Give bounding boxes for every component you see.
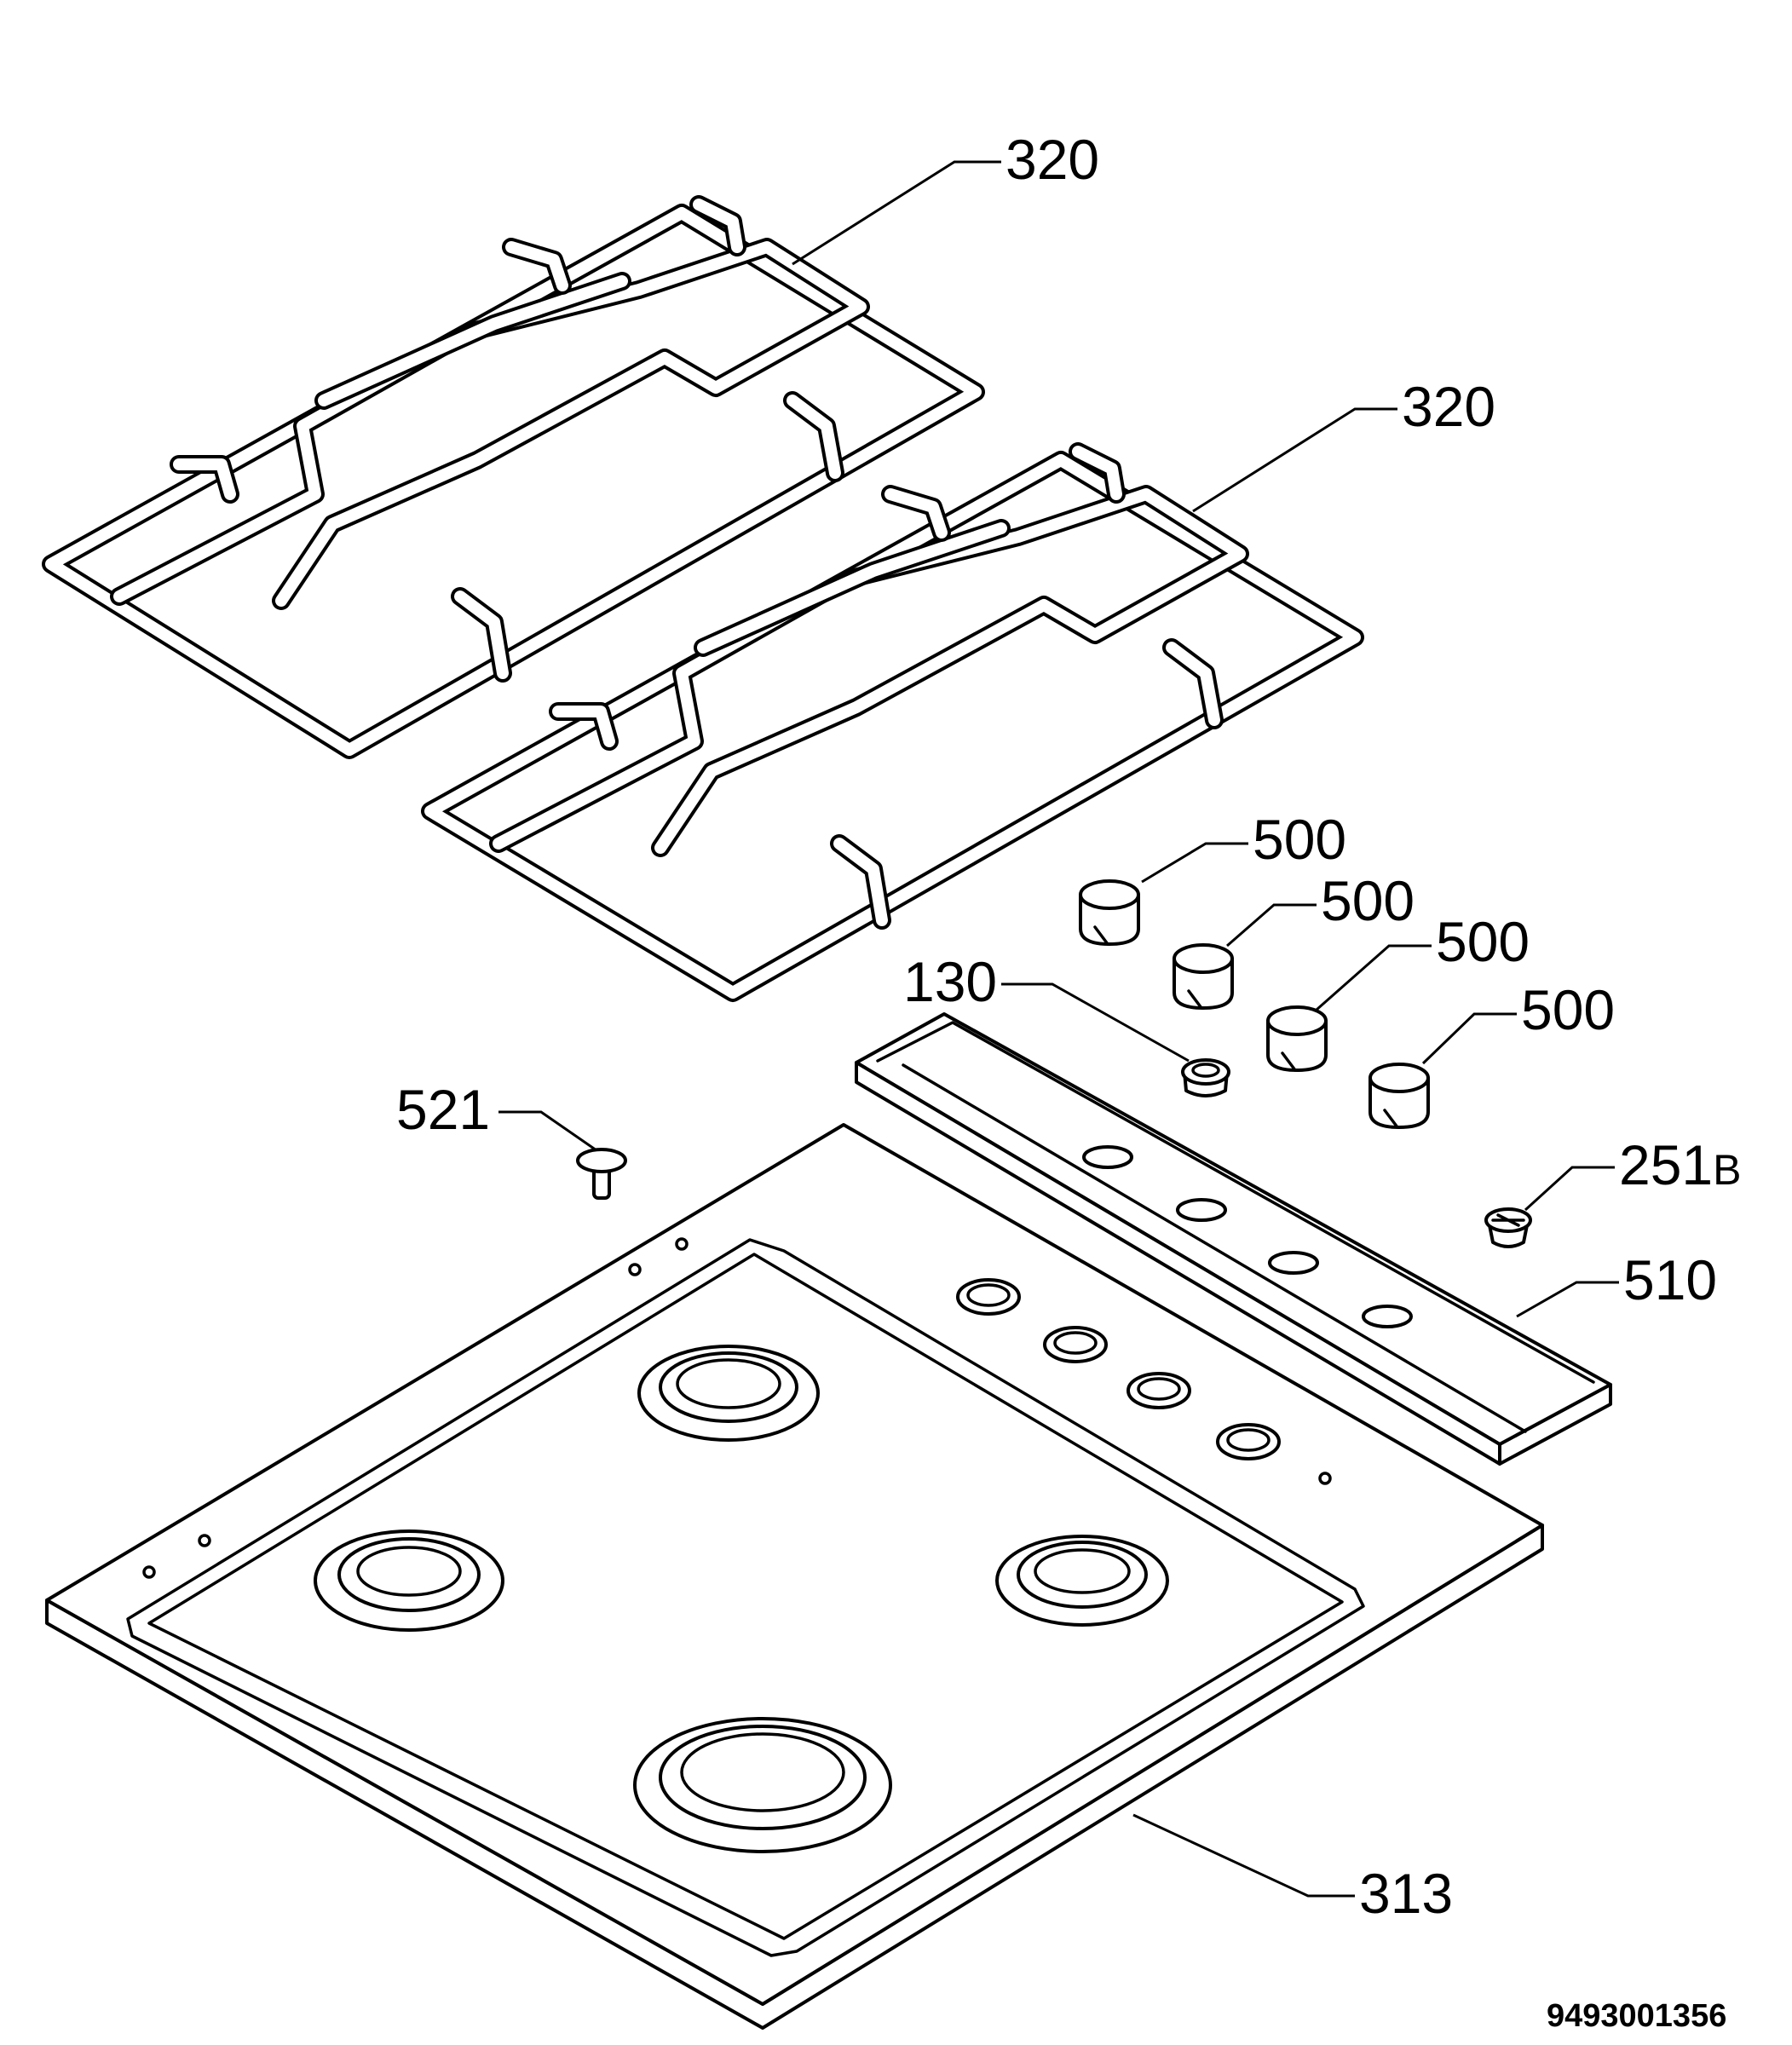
ignition-button-130 xyxy=(1181,1058,1230,1097)
burner-front xyxy=(633,1717,892,1853)
pan-support-grid-lower xyxy=(421,442,1364,1002)
control-panel-strip-510 xyxy=(855,1012,1612,1466)
label-hob-top: 313 xyxy=(1359,1862,1453,1925)
label-knob-2: 500 xyxy=(1321,869,1415,932)
grommet-251b xyxy=(1484,1207,1532,1248)
burner-left xyxy=(314,1529,504,1632)
label-part-521: 521 xyxy=(396,1078,490,1141)
label-knob-4: 500 xyxy=(1521,978,1615,1041)
label-part-251b: 251B xyxy=(1619,1133,1741,1196)
burner-rear xyxy=(637,1345,820,1442)
label-grid-lower: 320 xyxy=(1402,375,1495,438)
label-knob-1: 500 xyxy=(1253,808,1346,871)
hob-top-313 xyxy=(45,1123,1544,2030)
control-knob-3 xyxy=(1266,1005,1328,1072)
leader-lines xyxy=(498,160,1619,1898)
label-part-130: 130 xyxy=(903,950,997,1013)
pan-support-grid-upper xyxy=(42,195,985,759)
label-part-251-suffix: B xyxy=(1713,1146,1741,1194)
control-knob-4 xyxy=(1368,1063,1430,1129)
control-knob-2 xyxy=(1173,943,1234,1010)
label-knob-3: 500 xyxy=(1436,910,1530,973)
label-grid-upper: 320 xyxy=(1005,128,1099,191)
fixing-stud-521 xyxy=(576,1148,627,1200)
burner-right xyxy=(995,1535,1169,1627)
control-knob-1 xyxy=(1079,879,1140,946)
document-number: 9493001356 xyxy=(1547,1998,1726,2034)
label-control-panel: 510 xyxy=(1623,1248,1717,1311)
label-part-251-main: 251 xyxy=(1619,1133,1713,1196)
